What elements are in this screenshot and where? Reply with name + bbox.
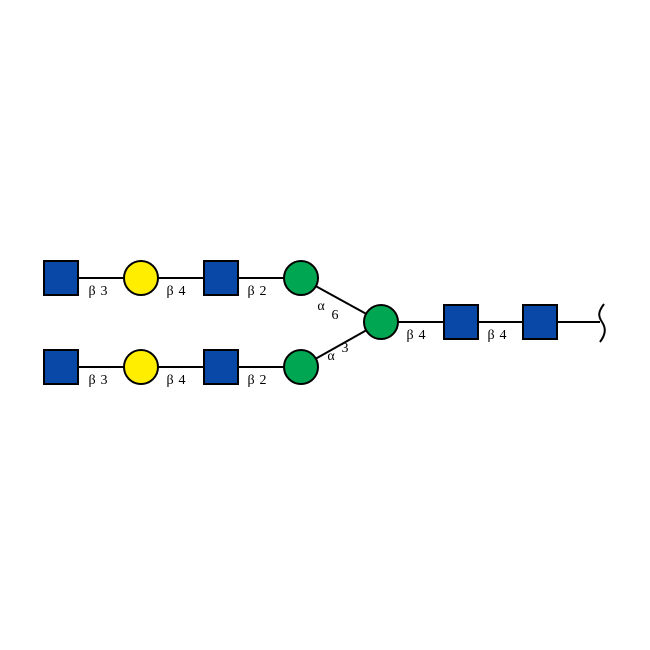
glcnac-upper-branch-square-icon: [203, 260, 239, 296]
position-label: 4: [179, 373, 186, 388]
position-label: 3: [101, 284, 108, 299]
position-label: 2: [260, 373, 267, 388]
position-label: 2: [260, 284, 267, 299]
galactose-upper-branch-circle-icon: [123, 260, 159, 296]
core-glcnac-square-icon: [443, 304, 479, 340]
anomer-label: β: [247, 373, 254, 388]
anomer-label: β: [88, 373, 95, 388]
anomer-label: α: [317, 299, 325, 314]
galactose-lower-branch-circle-icon: [123, 349, 159, 385]
mannose-a6-branch-circle-icon: [283, 260, 319, 296]
glcnac-lower-branch-square-icon: [203, 349, 239, 385]
anomer-label: β: [406, 328, 413, 343]
anomer-label: β: [166, 284, 173, 299]
position-label: 3: [342, 341, 349, 356]
position-label: 4: [500, 328, 507, 343]
anomer-label: α: [327, 349, 335, 364]
position-label: 4: [179, 284, 186, 299]
anomer-label: β: [487, 328, 494, 343]
anomer-label: β: [166, 373, 173, 388]
mannose-a3-branch-circle-icon: [283, 349, 319, 385]
reducing-end-bracket: [598, 303, 606, 343]
position-label: 3: [101, 373, 108, 388]
anomer-label: β: [88, 284, 95, 299]
terminal-glcnac-upper-square-icon: [43, 260, 79, 296]
terminal-glcnac-lower-square-icon: [43, 349, 79, 385]
position-label: 4: [419, 328, 426, 343]
reducing-end-glcnac-square-icon: [522, 304, 558, 340]
residue-symbols: [43, 260, 558, 385]
anomer-label: β: [247, 284, 254, 299]
core-mannose-circle-icon: [363, 304, 399, 340]
position-label: 6: [332, 308, 339, 323]
